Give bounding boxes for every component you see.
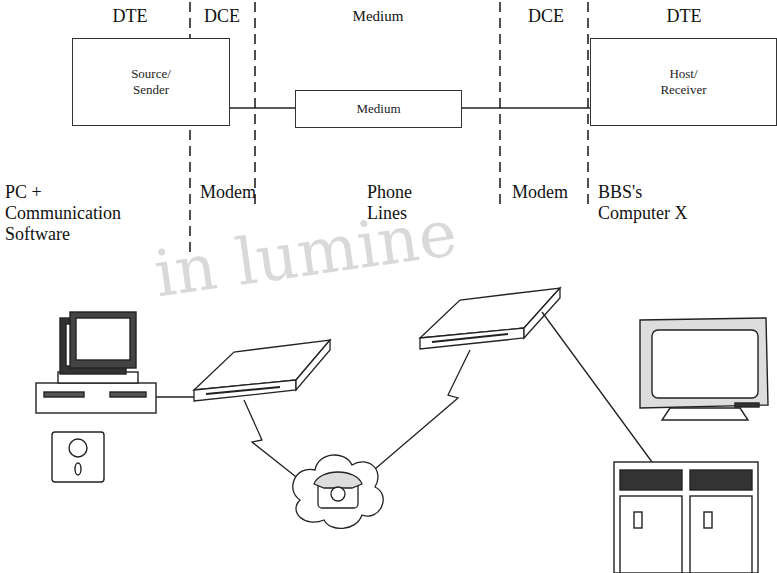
device-label: Modem xyxy=(512,182,568,203)
cable xyxy=(156,396,194,397)
modem-icon xyxy=(194,340,330,401)
signal-line xyxy=(368,350,470,475)
box-label: Source/ Sender xyxy=(131,66,171,98)
connector-line xyxy=(462,107,590,108)
device-label: BBS's Computer X xyxy=(598,182,710,224)
device-label: PC + Communication Software xyxy=(5,182,137,245)
box-label: Host/ Receiver xyxy=(660,66,706,98)
connector-line xyxy=(230,107,295,108)
watermark: in lumine xyxy=(150,198,461,310)
signal-line xyxy=(244,400,300,480)
device-label: Modem xyxy=(200,182,256,203)
column-header: DTE xyxy=(667,6,702,27)
server-icon xyxy=(614,462,758,573)
pc-icon xyxy=(36,312,156,413)
monitor-icon xyxy=(640,318,768,420)
phone-cloud xyxy=(293,455,383,528)
floppy-icon xyxy=(52,432,104,482)
process-box: Medium xyxy=(295,90,462,128)
column-header: Medium xyxy=(353,6,404,27)
column-header: DCE xyxy=(204,6,240,27)
process-box: Host/ Receiver xyxy=(590,38,777,126)
box-label: Medium xyxy=(356,101,400,117)
cable xyxy=(542,312,652,462)
modem-icon xyxy=(420,288,560,349)
process-box: Source/ Sender xyxy=(72,38,230,126)
column-header: DTE xyxy=(113,6,148,27)
column-header: DCE xyxy=(528,6,564,27)
